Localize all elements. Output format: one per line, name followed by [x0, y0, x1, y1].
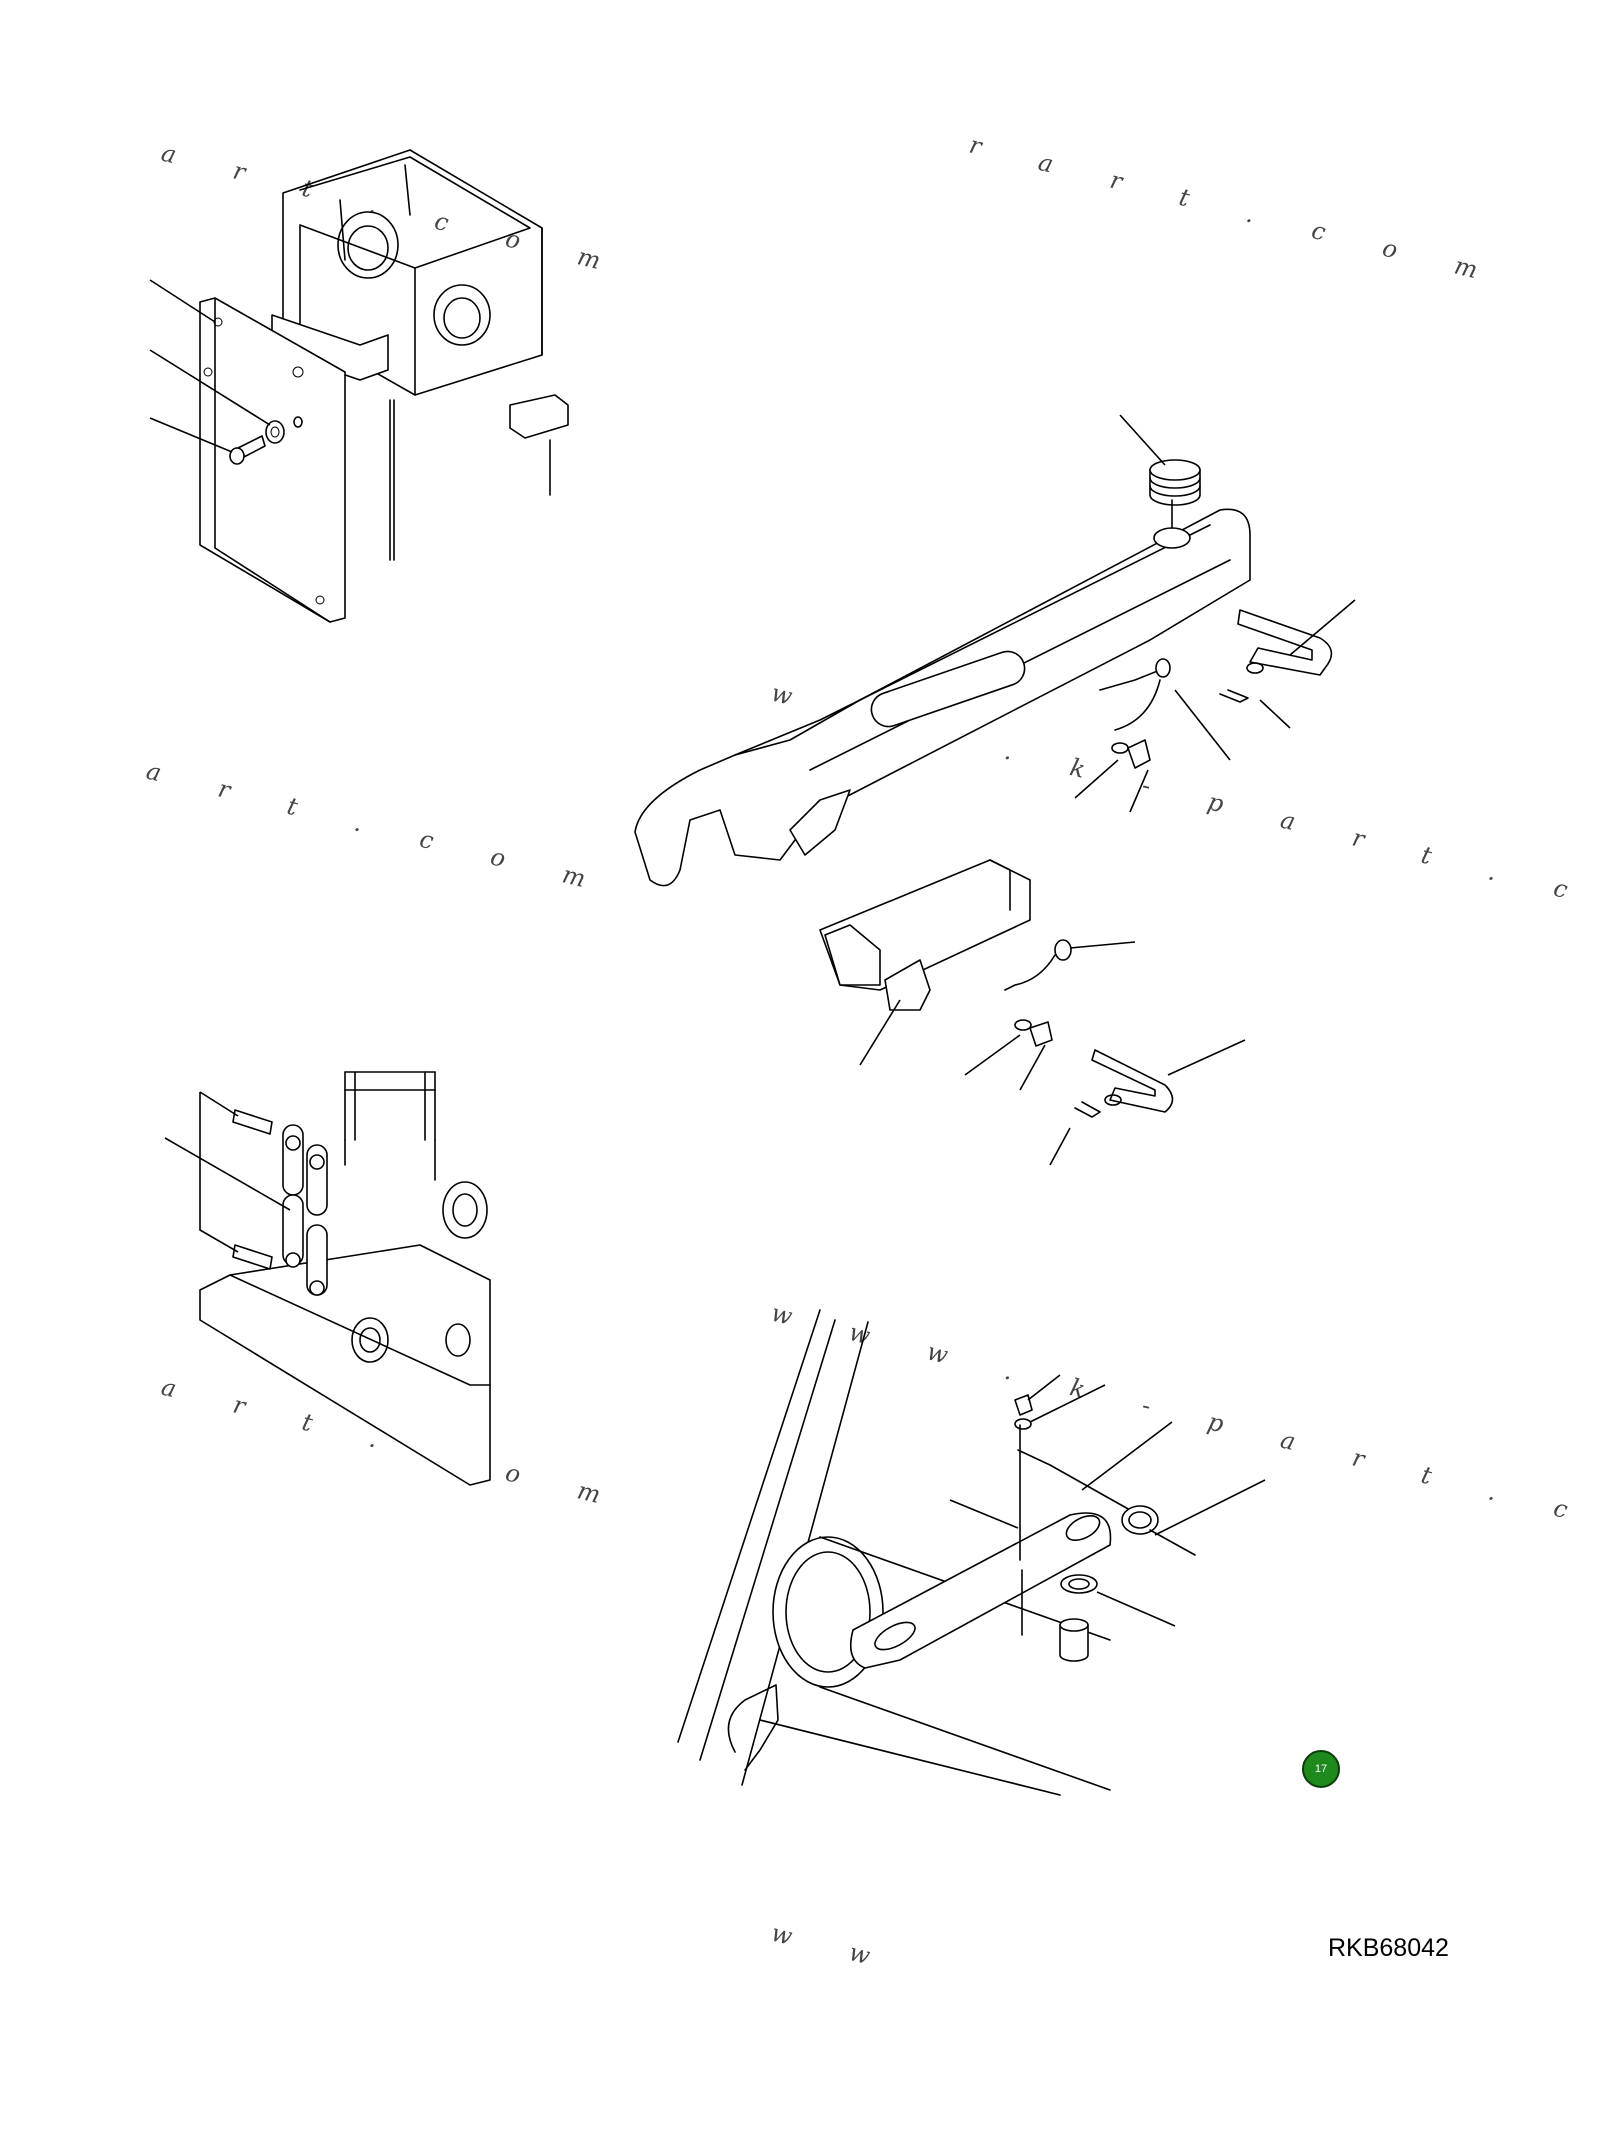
chain-assembly [165, 1072, 490, 1485]
watermark-6: w w w . k - p a r t . c o m [769, 1299, 1613, 1569]
column-plate-assembly [150, 150, 568, 622]
watermark-4: a r t . c o m [144, 757, 614, 900]
page-badge: 17 [1302, 1750, 1340, 1788]
pin-bar-assembly [678, 1310, 1265, 1795]
stopper-assembly [820, 860, 1245, 1165]
drawing-code: RKB68042 [1328, 1934, 1449, 1962]
watermark-7: w w [769, 1919, 899, 1977]
arm-assembly [635, 415, 1355, 886]
watermark-2: r a r t . c o m [967, 131, 1506, 291]
